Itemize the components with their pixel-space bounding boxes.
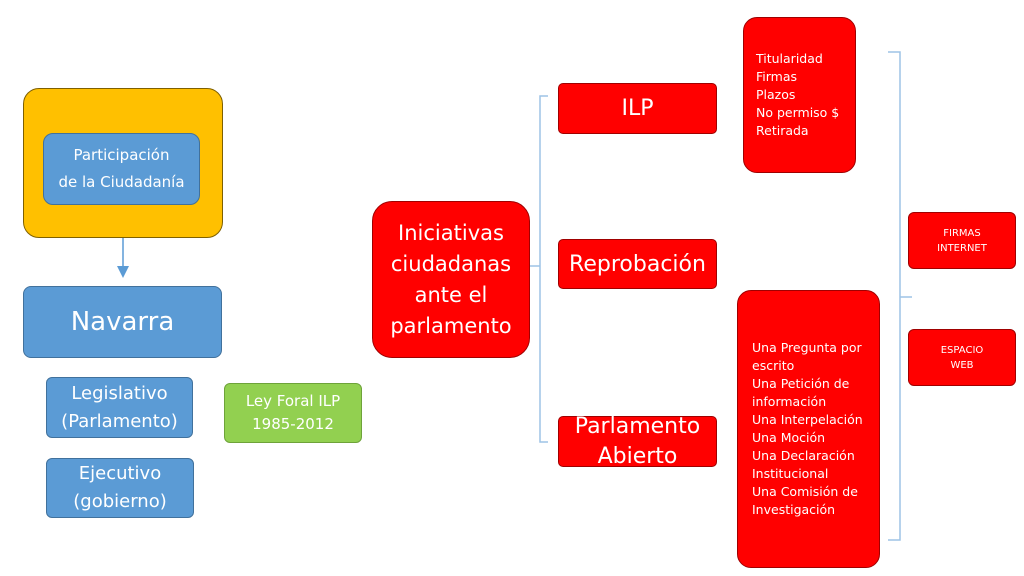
espacio-web-box: ESPACIO WEB bbox=[908, 329, 1016, 386]
parlamento-detail-item: Una Pregunta por escrito bbox=[752, 340, 862, 373]
legislativo-box: Legislativo (Parlamento) bbox=[46, 377, 193, 438]
parlamento-detail-item: Una Petición de información bbox=[752, 376, 850, 409]
navarra-box: Navarra bbox=[23, 286, 222, 358]
participacion-box: Participación de la Ciudadanía bbox=[43, 133, 200, 205]
bracket-left bbox=[530, 95, 548, 443]
ilp-box: ILP bbox=[558, 83, 717, 134]
ilp-detail-item: No permiso $ bbox=[756, 105, 840, 120]
ilp-detail-item: Plazos bbox=[756, 87, 796, 102]
parlamento-detail-item: Una Moción bbox=[752, 430, 826, 445]
bracket-right bbox=[888, 51, 912, 541]
ilp-detail-item: Titularidad bbox=[756, 51, 823, 66]
ley-foral-box: Ley Foral ILP 1985-2012 bbox=[224, 383, 362, 443]
ilp-detail-item: Firmas bbox=[756, 69, 798, 84]
ejecutivo-box: Ejecutivo (gobierno) bbox=[46, 458, 194, 518]
reprobacion-box: Reprobación bbox=[558, 239, 717, 289]
iniciativas-box: Iniciativas ciudadanas ante el parlament… bbox=[372, 201, 530, 358]
ilp-detail-item: Retirada bbox=[756, 123, 809, 138]
parlamento-detail-item: Una Interpelación bbox=[752, 412, 863, 427]
ilp-details-box: Titularidad Firmas Plazos No permiso $ R… bbox=[743, 17, 856, 173]
parlamento-abierto-box: Parlamento Abierto bbox=[558, 414, 717, 469]
parlamento-detail-item: Una Declaración Institucional bbox=[752, 448, 855, 481]
firmas-internet-box: FIRMAS INTERNET bbox=[908, 212, 1016, 269]
parlamento-detail-item: Una Comisión de Investigación bbox=[752, 484, 858, 517]
parlamento-details-box: Una Pregunta por escrito Una Petición de… bbox=[737, 290, 880, 568]
